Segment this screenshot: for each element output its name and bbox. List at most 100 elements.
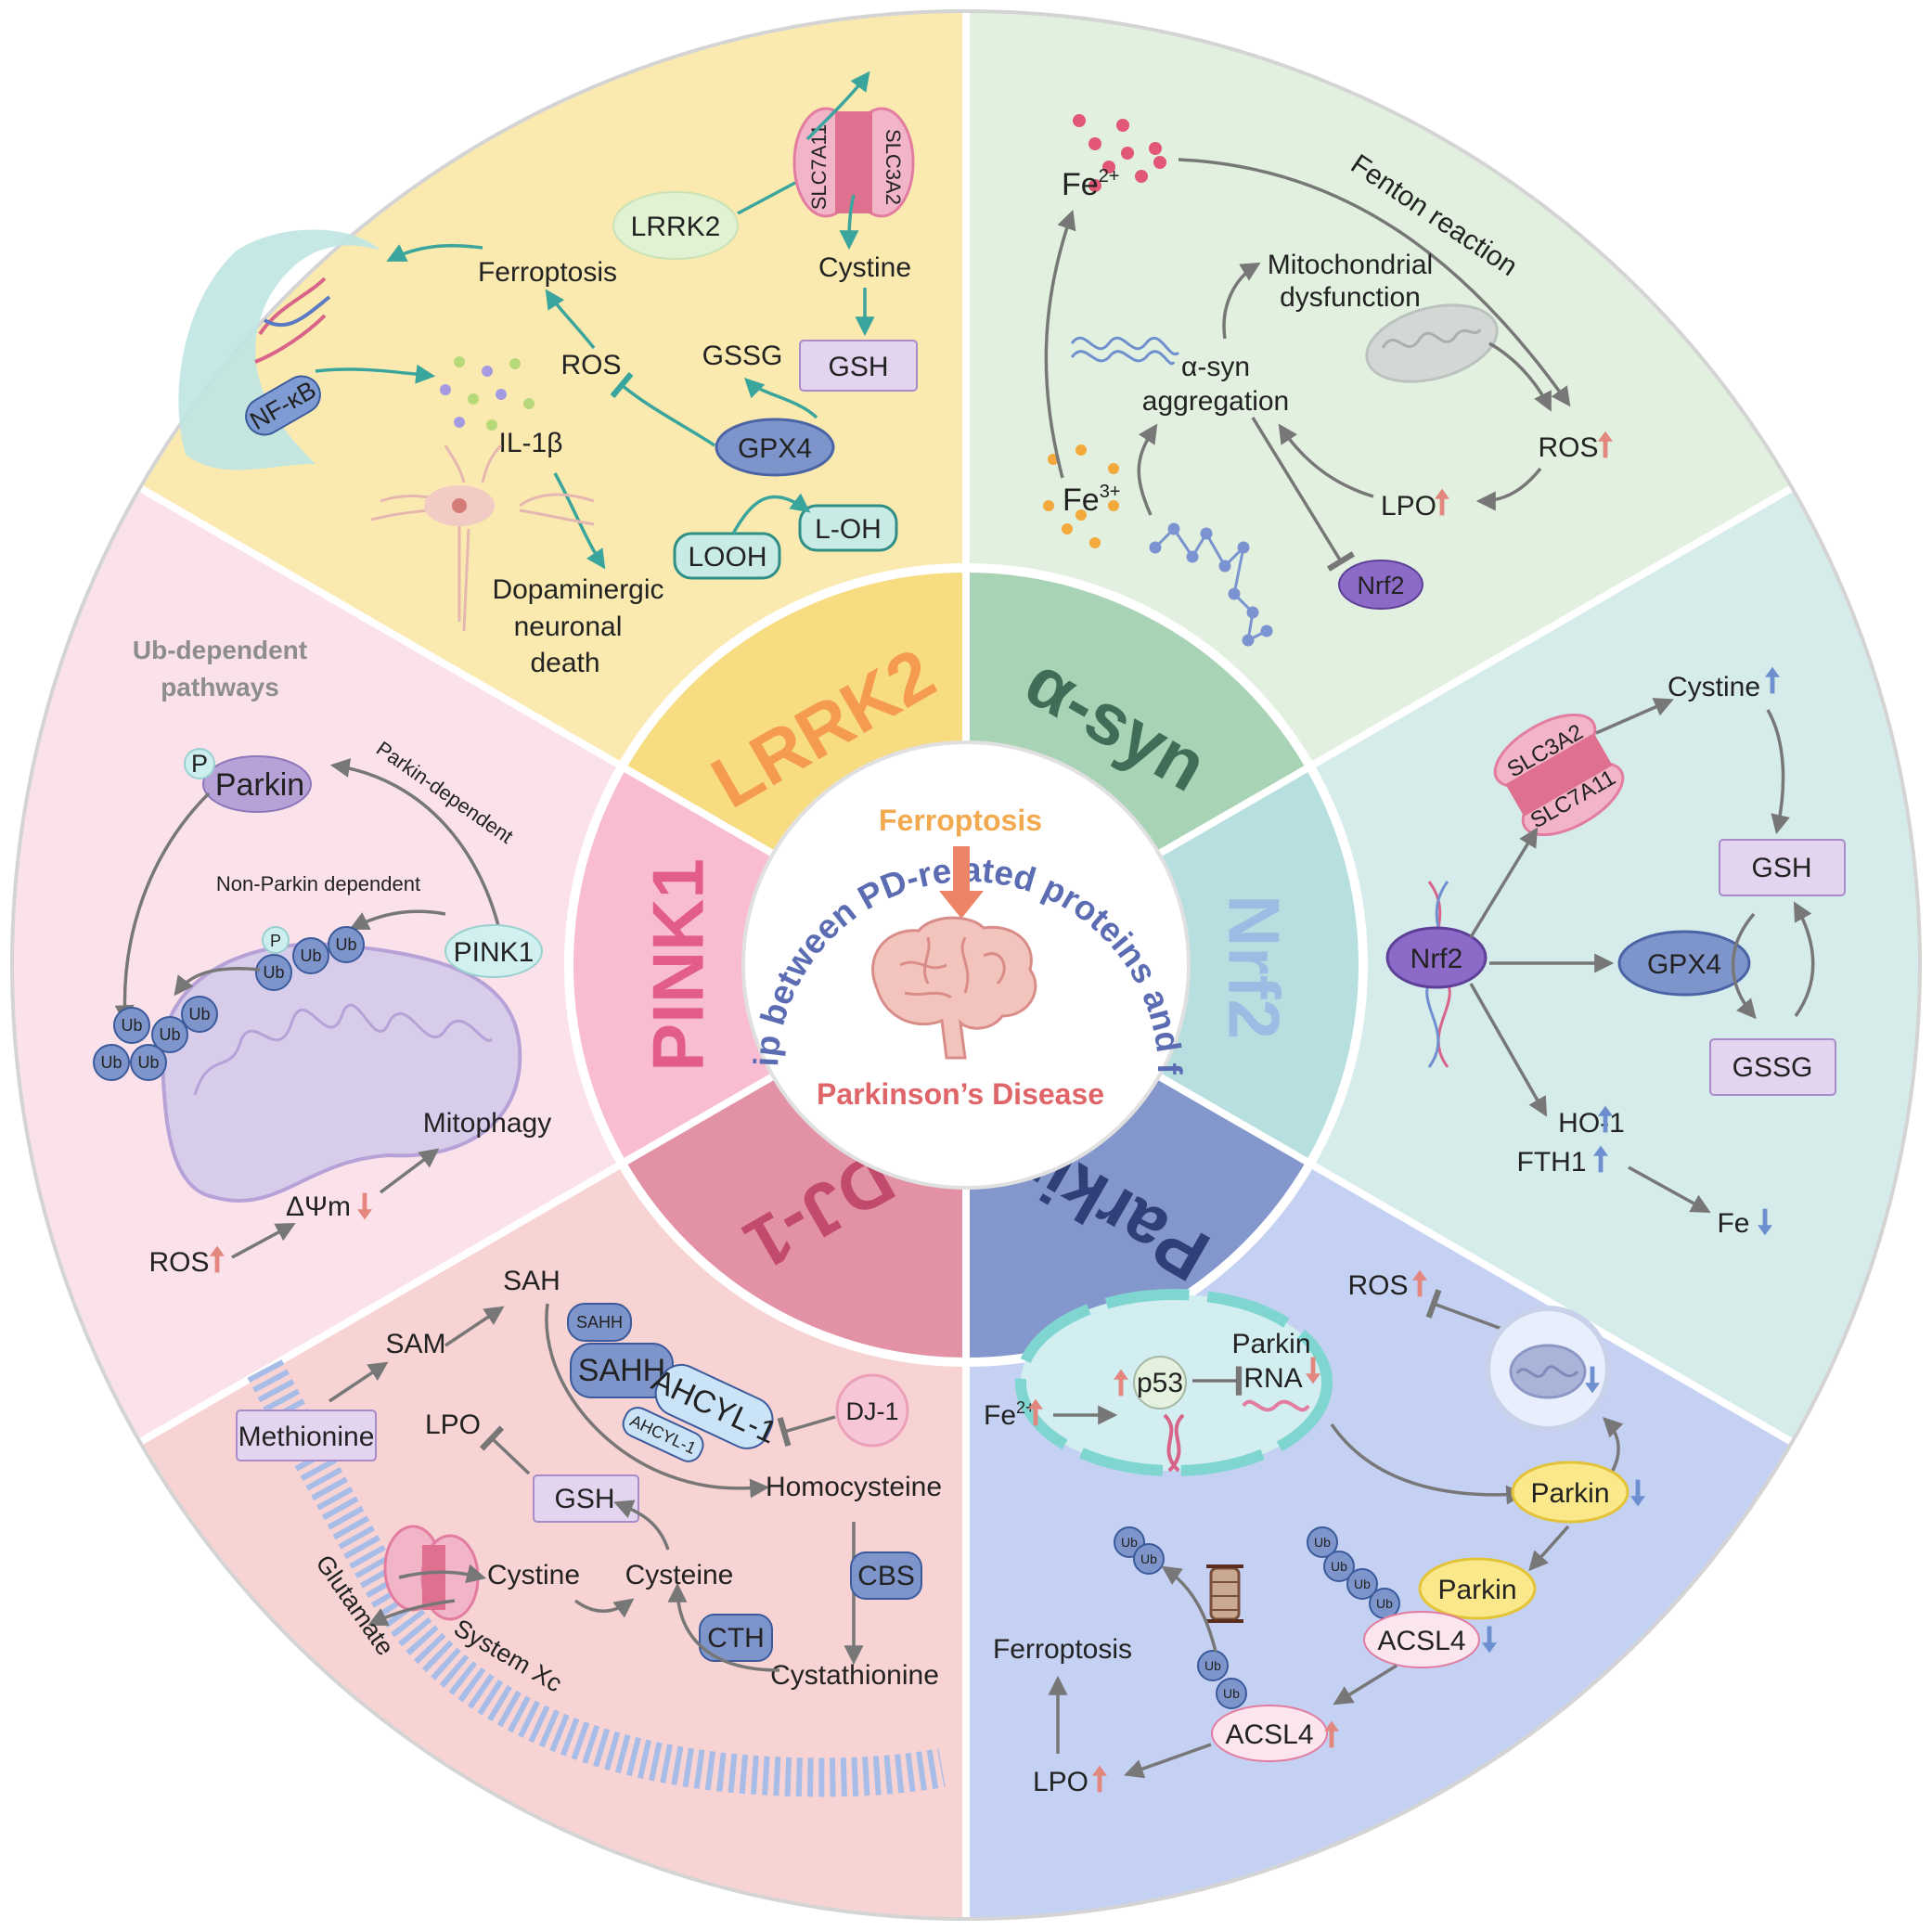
nrf2-gssg-box (1709, 1038, 1836, 1096)
parkin-ros: ROS (1347, 1270, 1408, 1301)
p-node (184, 748, 215, 779)
proteasome-icon (1206, 1564, 1243, 1623)
nrf2-gssg: GSSG (1732, 1052, 1813, 1083)
ub-label: Ub (1314, 1535, 1331, 1550)
sector-parkin: p53 Parkin RNA Fe2+ ROS Parkin Parkin (984, 1269, 1645, 1797)
asyn-mito-2: dysfunction (1280, 282, 1421, 313)
parkin-node-a (1511, 1461, 1629, 1524)
lrrk2-loh: L-OH (815, 514, 882, 545)
ub-label: Ub (1204, 1658, 1221, 1673)
nrf2-cystine: Cystine (1668, 672, 1760, 702)
ub-label: Ub (137, 1053, 159, 1072)
asyn-lpo: LPO (1381, 491, 1436, 521)
dj1-cystathionine: Cystathionine (770, 1660, 939, 1691)
parkin-top-node (202, 755, 312, 813)
ub-cluster-left: Ub Ub Ub Ub Ub (93, 996, 218, 1081)
lrrk2-ferroptosis: Ferroptosis (478, 257, 617, 288)
pink1-non-parkin: Non-Parkin dependent (216, 872, 420, 895)
pink1-parkin: Parkin (215, 767, 304, 803)
nrf2-gsh: GSH (1751, 853, 1811, 883)
pink1-p: P (191, 750, 208, 778)
mitochondrion-icon (1365, 303, 1499, 383)
pink1-p-small: P (270, 932, 281, 950)
fe2-particles (1073, 114, 1166, 192)
brain-icon (871, 916, 1037, 1060)
ub-label: Ub (1223, 1686, 1240, 1701)
asyn-agg-1: α-syn (1181, 352, 1250, 382)
loh-box (798, 504, 898, 552)
acsl4-label-b: ACSL4 (1225, 1719, 1313, 1750)
dj1-sah: SAH (503, 1266, 560, 1296)
asyn-ros: ROS (1538, 432, 1598, 463)
lrrk2-slc3a2: SLC3A2 (882, 129, 905, 205)
ub-label: Ub (100, 1053, 122, 1072)
lrrk2-death-1: Dopaminergic (492, 574, 663, 605)
sector-asyn: Fe2+ Fenton reaction Mitochondrial dysfu… (1043, 114, 1613, 647)
asyn-fe3: Fe3+ (1063, 482, 1121, 518)
ahcyl1-box (654, 1363, 774, 1449)
cth-box (699, 1614, 773, 1662)
neuron-icon (370, 444, 595, 632)
ring-label-pink1: PINK1 (638, 858, 719, 1072)
sector-pink1: Ub-dependent pathways Parkin P Parkin-de… (93, 636, 551, 1278)
lrrk2-gpx4-node (715, 418, 835, 477)
system-xc-transporter (383, 1525, 480, 1621)
ub-chain-right: Ub Ub Ub Ub (1307, 1526, 1400, 1619)
asyn-agg-2: aggregation (1142, 386, 1289, 417)
lrrk2-gsh-box (799, 340, 918, 392)
lrrk2-gssg: GSSG (702, 341, 783, 371)
pink1-node-label: PINK1 (454, 937, 535, 968)
nrf2-gpx4: GPX4 (1647, 949, 1721, 980)
parkin-node-b (1418, 1557, 1537, 1620)
methionine-box (236, 1410, 377, 1461)
dj1-cystine: Cystine (487, 1560, 580, 1590)
ub-label: Ub (1376, 1596, 1393, 1611)
dj1-sam: SAM (385, 1329, 445, 1359)
dj1-cysteine: Cysteine (625, 1560, 734, 1590)
ahcyl1-small-box (622, 1406, 704, 1462)
asyn-fe2: Fe2+ (1062, 166, 1120, 202)
lrrk2-death-2: neuronal (514, 611, 623, 642)
ub-label: Ub (1121, 1535, 1138, 1550)
dj1-gsh-box (533, 1474, 639, 1523)
ub-label: Ub (1354, 1577, 1371, 1591)
cell-membrane-shape (178, 229, 380, 470)
membrane-bilayer (247, 1359, 946, 1797)
center-down-arrow (939, 846, 984, 919)
ub-label: Ub (263, 963, 284, 982)
ub-label: Ub (159, 1025, 180, 1044)
pink1-node (444, 924, 543, 978)
parkin-rna-1: Parkin (1231, 1329, 1310, 1359)
asyn-nrf2-node (1338, 560, 1423, 610)
acsl4-node-a (1363, 1611, 1480, 1668)
sahh-small-box (567, 1303, 632, 1342)
acsl4-node-b (1211, 1705, 1328, 1762)
dj1-homocysteine: Homocysteine (766, 1472, 942, 1502)
dj1-cbs: CBS (857, 1561, 915, 1591)
lrrk2-gsh: GSH (828, 352, 888, 382)
sector-nrf2: Cystine SLC3A2 SLC7A11 GSH Nrf2 GPX4 GSS… (1385, 666, 1846, 1239)
p53-node (1133, 1356, 1187, 1410)
pink1-mitophagy: Mitophagy (423, 1108, 551, 1139)
center-pd: Parkinson’s Disease (817, 1077, 1104, 1111)
ub-label: Ub (121, 1016, 142, 1035)
lrrk2-node-label: LRRK2 (631, 212, 721, 242)
lrrk2-ros: ROS (560, 350, 621, 380)
lrrk2-slc7a11: SLC7A11 (807, 124, 831, 211)
il1b-particles (440, 356, 535, 431)
lrrk2-cystine: Cystine (818, 252, 911, 283)
nrf2-fth1: FTH1 (1517, 1147, 1587, 1178)
asyn-fibril-icon (1070, 336, 1180, 366)
dj1-sahh-small: SAHH (576, 1313, 623, 1332)
pink1-ub-dep-2: pathways (161, 673, 279, 702)
ub-label: Ub (1140, 1551, 1157, 1566)
acsl4-label-a: ACSL4 (1377, 1626, 1465, 1656)
nrf2-fe: Fe (1717, 1208, 1749, 1239)
cbs-box (850, 1551, 922, 1600)
nrf2-node (1385, 926, 1488, 989)
asyn-nrf2: Nrf2 (1357, 572, 1404, 599)
nrf2-ho1: HO-1 (1558, 1108, 1625, 1139)
ub-cluster-mito: Ub Ub Ub P (255, 926, 365, 991)
ub-label: Ub (1331, 1559, 1347, 1574)
